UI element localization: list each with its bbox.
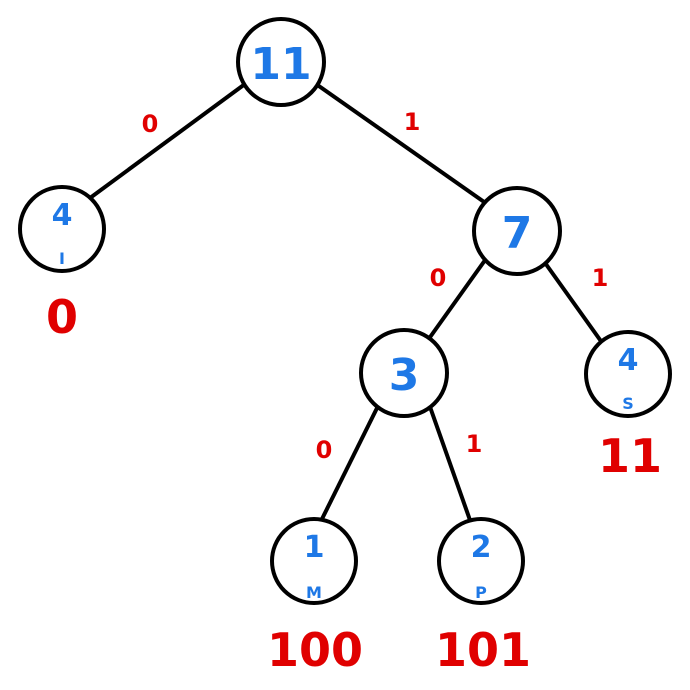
node-leaf-s: 4 S [584, 330, 672, 418]
edge-bit-3-right: 1 [466, 430, 483, 458]
node-7: 7 [472, 186, 562, 276]
node-leaf-p-symbol: P [475, 583, 487, 602]
edge-7-to-3 [426, 254, 490, 342]
node-leaf-i-symbol: I [59, 249, 65, 268]
edge-3-to-p [427, 403, 473, 524]
code-leaf-m: 100 [267, 623, 363, 677]
code-leaf-i: 0 [46, 290, 78, 344]
edge-bit-7-left: 0 [430, 264, 447, 292]
node-3-weight: 3 [389, 350, 420, 401]
edge-7-to-s [541, 258, 605, 346]
node-3: 3 [359, 328, 449, 418]
node-leaf-p-weight: 2 [471, 530, 492, 565]
node-leaf-p-circle [437, 517, 525, 605]
node-leaf-s-circle [584, 330, 672, 418]
node-leaf-m-weight: 1 [304, 530, 325, 565]
node-leaf-i: 4 I [18, 185, 106, 273]
edge-bit-root-left: 0 [142, 110, 159, 138]
node-7-weight: 7 [502, 208, 533, 259]
code-leaf-p: 101 [435, 623, 531, 677]
node-3-circle [359, 328, 449, 418]
edge-bit-3-left: 0 [316, 436, 333, 464]
node-leaf-i-circle [18, 185, 106, 273]
node-leaf-s-symbol: S [622, 394, 634, 413]
node-7-circle [472, 186, 562, 276]
node-root-circle [236, 17, 326, 107]
node-root-weight: 11 [250, 39, 311, 90]
edges [88, 82, 605, 524]
node-leaf-m-symbol: M [306, 583, 322, 602]
node-leaf-m-circle [270, 517, 358, 605]
edge-bit-7-right: 1 [592, 264, 609, 292]
node-leaf-s-weight: 4 [618, 343, 639, 378]
node-leaf-p: 2 P [437, 517, 525, 605]
node-leaf-i-weight: 4 [52, 198, 73, 233]
node-leaf-m: 1 M [270, 517, 358, 605]
edge-root-to-i [88, 82, 247, 200]
code-leaf-s: 11 [598, 429, 662, 483]
edge-root-to-7 [314, 82, 489, 206]
edge-bit-root-right: 1 [404, 108, 421, 136]
edge-labels: 0 1 0 1 0 1 [142, 108, 609, 464]
edge-3-to-m [318, 401, 382, 524]
node-root: 11 [236, 17, 326, 107]
